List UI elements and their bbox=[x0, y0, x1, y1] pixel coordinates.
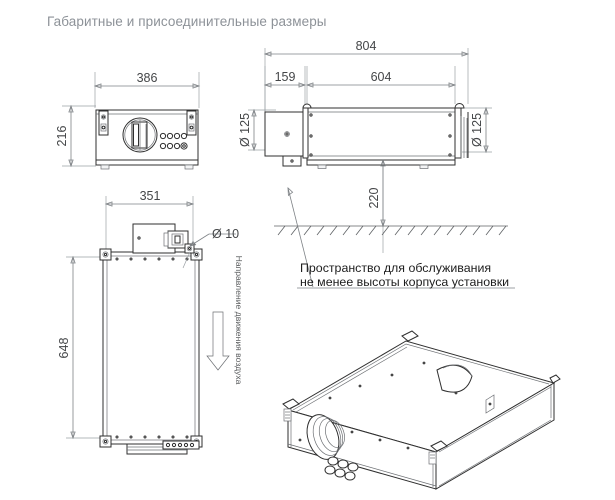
dim-label-diameter-125-left: Ø 125 bbox=[238, 113, 252, 147]
top-view: 351 648 Ø 10 Направление движения воздух… bbox=[57, 189, 244, 455]
dim-label-220: 220 bbox=[367, 188, 381, 209]
dim-label-216: 216 bbox=[55, 126, 69, 147]
dim-label-351: 351 bbox=[140, 189, 161, 203]
dim-label-diameter-10: Ø 10 bbox=[212, 227, 239, 241]
dim-label-159: 159 bbox=[275, 70, 296, 84]
front-view: 386 216 bbox=[55, 71, 201, 170]
dim-label-604: 604 bbox=[371, 70, 392, 84]
ground-hatching bbox=[277, 225, 507, 236]
service-note-line-1: Пространство для обслуживания bbox=[300, 261, 491, 275]
dim-label-648: 648 bbox=[57, 338, 71, 359]
page-title: Габаритные и присоединительные размеры bbox=[47, 14, 327, 29]
service-note-line-2: не менее высоты корпуса установки bbox=[300, 275, 509, 289]
isometric-view bbox=[282, 330, 561, 490]
airflow-arrow-icon bbox=[206, 311, 230, 371]
cable-glands bbox=[324, 456, 359, 481]
dim-label-804: 804 bbox=[356, 39, 377, 53]
side-view: 804 159 604 Ø 125 Ø 125 220 Пространство… bbox=[238, 39, 515, 289]
airflow-direction-label: Направление движения воздуха bbox=[234, 256, 244, 385]
dim-label-386: 386 bbox=[137, 71, 158, 85]
dim-label-diameter-125-right: Ø 125 bbox=[470, 113, 484, 147]
